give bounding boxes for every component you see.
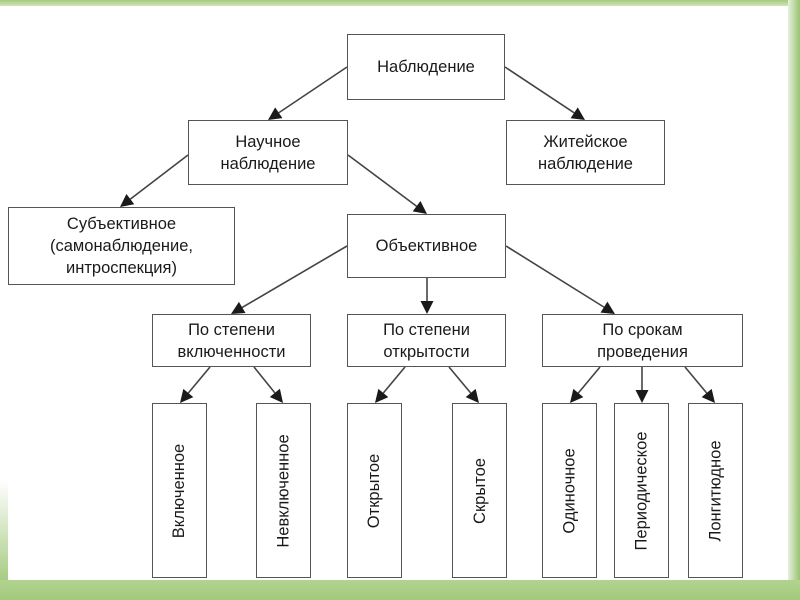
edge-by_inclusion-to-included bbox=[180, 366, 211, 403]
connector-line bbox=[129, 154, 189, 200]
node-by-timing: По срокам проведения bbox=[542, 314, 743, 367]
node-label: Невключенное bbox=[274, 433, 293, 548]
slide-frame-left-fade bbox=[0, 480, 8, 580]
node-label: Лонгитюдное bbox=[706, 439, 725, 542]
connector-line bbox=[253, 366, 276, 394]
connector-line bbox=[448, 366, 472, 394]
node-label: Объективное bbox=[375, 237, 478, 255]
node-hidden: Скрытое bbox=[452, 403, 507, 578]
node-longitudinal: Лонгитюдное bbox=[688, 403, 743, 578]
arrowhead-icon bbox=[268, 107, 283, 120]
node-scientific-observation: Научное наблюдение bbox=[188, 120, 348, 185]
node-included: Включенное bbox=[152, 403, 207, 578]
connector-line bbox=[684, 366, 708, 394]
node-open: Открытое bbox=[347, 403, 402, 578]
arrowhead-icon bbox=[120, 193, 135, 207]
arrowhead-icon bbox=[231, 301, 246, 314]
connector-line bbox=[278, 66, 348, 114]
arrowhead-icon bbox=[180, 388, 194, 403]
node-periodic: Периодическое bbox=[614, 403, 669, 578]
node-label: По степени включенности bbox=[177, 320, 286, 361]
node-not-included: Невключенное bbox=[256, 403, 311, 578]
node-everyday-observation: Житейское наблюдение bbox=[506, 120, 665, 185]
node-label: Одиночное bbox=[560, 447, 579, 534]
node-label: Скрытое bbox=[470, 457, 489, 524]
connector-line bbox=[577, 366, 601, 394]
node-observation: Наблюдение bbox=[347, 34, 505, 100]
arrowhead-icon bbox=[570, 388, 584, 403]
node-label: Наблюдение bbox=[377, 58, 475, 76]
node-subjective: Субъективное (самонаблюдение, интроспекц… bbox=[8, 207, 235, 285]
node-label: По степени открытости bbox=[383, 320, 470, 361]
arrowhead-icon bbox=[600, 301, 615, 314]
edge-scientific-to-objective bbox=[347, 154, 427, 214]
arrowhead-icon bbox=[375, 388, 389, 403]
connector-line bbox=[382, 366, 406, 394]
arrowhead-icon bbox=[701, 388, 715, 403]
node-label: Открытое bbox=[365, 453, 384, 528]
arrowhead-icon bbox=[570, 107, 585, 120]
node-label: Включенное bbox=[170, 443, 189, 538]
connector-line bbox=[505, 245, 605, 308]
edge-by_openness-to-hidden bbox=[448, 366, 479, 403]
arrowhead-icon bbox=[420, 301, 434, 314]
edge-by_timing-to-single bbox=[570, 366, 601, 403]
node-label: По срокам проведения bbox=[597, 320, 688, 361]
node-label: Периодическое bbox=[632, 431, 651, 550]
edge-objective-to-by_inclusion bbox=[231, 245, 348, 314]
edge-root-to-scientific bbox=[268, 66, 348, 120]
edge-by_inclusion-to-not_included bbox=[253, 366, 283, 403]
node-label: Субъективное (самонаблюдение, интроспекц… bbox=[50, 215, 193, 277]
edge-by_timing-to-periodic bbox=[635, 367, 649, 403]
connector-line bbox=[241, 245, 348, 309]
slide-frame-bottom bbox=[0, 580, 800, 600]
edge-by_timing-to-longitudinal bbox=[684, 366, 715, 403]
node-single: Одиночное bbox=[542, 403, 597, 578]
arrowhead-icon bbox=[412, 201, 427, 214]
arrowhead-icon bbox=[635, 390, 649, 403]
node-label: Научное наблюдение bbox=[220, 132, 316, 173]
node-by-openness-degree: По степени открытости bbox=[347, 314, 506, 367]
connector-line bbox=[347, 154, 418, 207]
node-objective: Объективное bbox=[347, 214, 506, 278]
edge-objective-to-by_timing bbox=[505, 245, 615, 314]
edge-scientific-to-subjective bbox=[120, 154, 189, 207]
arrowhead-icon bbox=[465, 388, 479, 403]
connector-line bbox=[187, 366, 211, 394]
node-label: Житейское наблюдение bbox=[538, 132, 633, 173]
edge-by_openness-to-open bbox=[375, 366, 406, 403]
slide-frame-top bbox=[0, 0, 800, 6]
slide-frame-right bbox=[788, 0, 800, 600]
arrowhead-icon bbox=[269, 388, 283, 403]
connector-line bbox=[504, 66, 575, 114]
edge-root-to-everyday bbox=[504, 66, 585, 120]
node-by-inclusion-degree: По степени включенности bbox=[152, 314, 311, 367]
edge-objective-to-by_openness bbox=[420, 278, 434, 314]
